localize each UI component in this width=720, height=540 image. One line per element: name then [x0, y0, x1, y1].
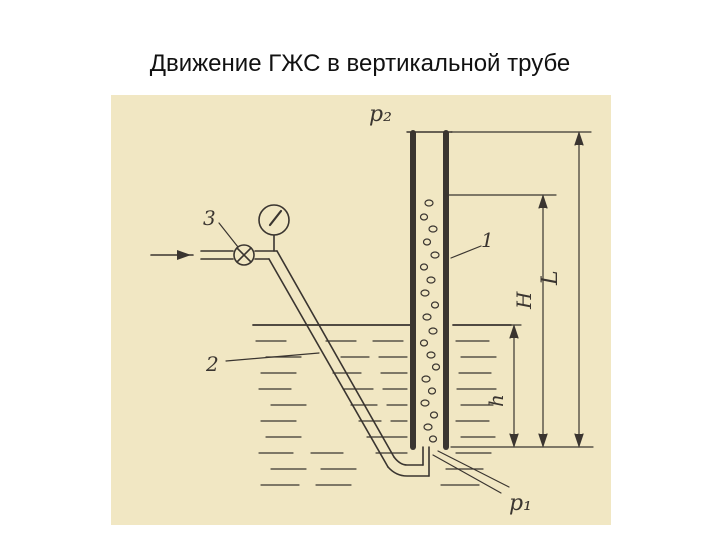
air-supply-line [150, 250, 430, 477]
label-p1: p₁ [509, 491, 532, 516]
vertical-tube [406, 130, 453, 450]
leader-lines [218, 222, 510, 494]
pressure-gauge [258, 204, 290, 252]
gas-bubbles [419, 199, 441, 443]
liquid-hatching [252, 324, 512, 486]
slide-title: Движение ГЖС в вертикальной трубе [149, 50, 571, 77]
label-p2: p₂ [369, 102, 392, 127]
label-H: H [512, 291, 536, 310]
label-L: L [538, 270, 563, 286]
label-n2: 2 [205, 352, 219, 376]
label-n3: 3 [203, 206, 216, 230]
dimension-H [446, 194, 557, 448]
dimension-L [450, 131, 594, 448]
dimension-h [509, 324, 522, 448]
diagram-figure: p₂ 1 2 3 p₁ L H h [111, 95, 611, 525]
label-n1: 1 [481, 228, 494, 252]
valve [233, 244, 255, 266]
label-h: h [484, 394, 508, 407]
